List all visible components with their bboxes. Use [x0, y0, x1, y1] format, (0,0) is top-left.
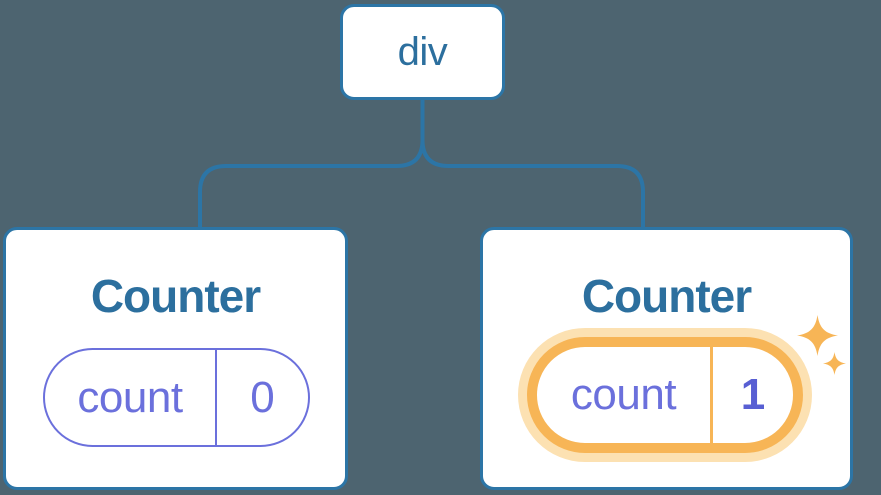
state-key: count	[570, 370, 677, 419]
root-node-label: div	[397, 29, 448, 74]
pill-divider	[710, 347, 713, 443]
sparkle-icon	[797, 315, 838, 356]
component-title: Counter	[581, 270, 752, 322]
state-pill: count 0	[43, 348, 310, 447]
state-key: count	[77, 372, 183, 422]
state-value: 0	[250, 372, 275, 422]
counter-card-right: Counter count 1	[480, 227, 853, 490]
counter-card-left: Counter count 0	[3, 227, 348, 490]
component-title: Counter	[90, 270, 261, 322]
connector-root-to-left-card	[198, 99, 425, 228]
connector-root-to-right-card	[420, 99, 645, 228]
state-value: 1	[740, 370, 766, 419]
state-pill-highlighted: count 1	[527, 337, 803, 453]
root-node: div	[340, 4, 505, 100]
pill-divider	[215, 350, 217, 445]
sparkle-icon	[823, 352, 846, 375]
